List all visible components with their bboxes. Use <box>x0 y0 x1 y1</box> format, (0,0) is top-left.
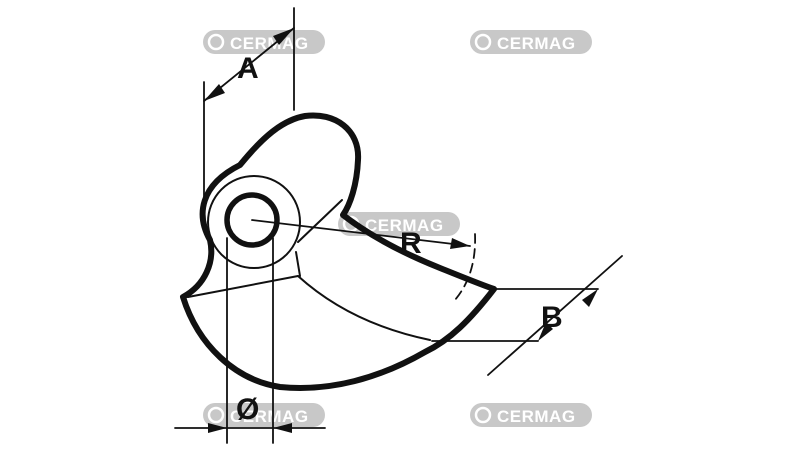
arrow-a-lower <box>204 84 225 101</box>
part-outline <box>180 112 497 391</box>
watermark-text: CERMAG <box>230 34 309 53</box>
hub-tangent-line <box>297 199 343 243</box>
dimension-label-r: R <box>400 227 422 260</box>
inner-edge-line <box>187 275 299 298</box>
dimension-label-diameter: Ø <box>236 393 259 426</box>
watermark-text: CERMAG <box>497 407 576 426</box>
inner-curve-line <box>297 275 431 341</box>
arrow-r <box>450 238 470 249</box>
cermag-logo-icon <box>207 33 225 51</box>
cermag-logo-icon <box>207 406 225 424</box>
watermark-text: CERMAG <box>230 407 309 426</box>
dimension-label-a: A <box>237 52 259 85</box>
dimension-r-line <box>251 219 471 247</box>
watermark-top-right: CERMAG <box>470 30 592 54</box>
arrow-b-bottom <box>538 322 553 341</box>
watermark-text: CERMAG <box>497 34 576 53</box>
dimension-b-line <box>487 255 623 376</box>
dimension-r-arc <box>454 233 476 301</box>
cermag-logo-icon <box>474 406 492 424</box>
arrow-a-upper <box>273 28 294 45</box>
hub-tab-line <box>295 251 301 277</box>
arrow-b-top <box>582 289 598 307</box>
dimension-label-b: B <box>541 301 563 334</box>
arrow-diameter-left <box>208 423 227 433</box>
arrow-diameter-right <box>273 423 292 433</box>
watermark-bottom-right: CERMAG <box>470 403 592 427</box>
watermark-bottom-left: CERMAG <box>203 403 325 427</box>
hub-circle <box>207 175 301 269</box>
bore-circle <box>224 192 280 248</box>
watermark-top-left: CERMAG <box>203 30 325 54</box>
watermark-text: CERMAG <box>365 216 444 235</box>
cermag-logo-icon <box>474 33 492 51</box>
